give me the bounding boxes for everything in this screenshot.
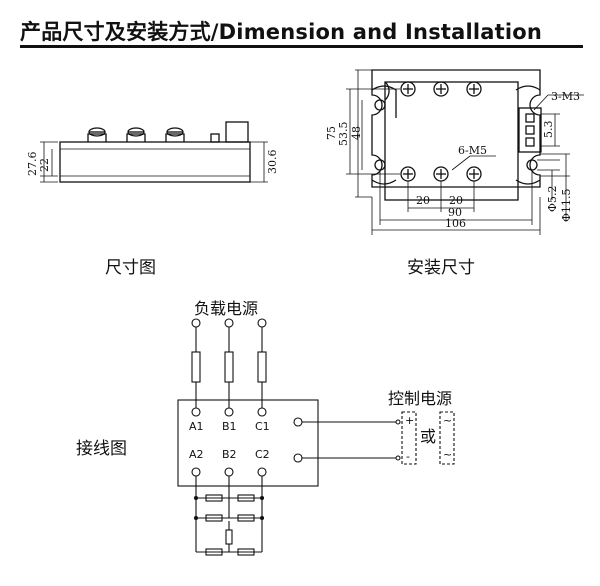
page-title: 产品尺寸及安装方式/Dimension and Installation: [20, 20, 543, 44]
dim-75: 75: [325, 126, 338, 140]
dim-phi-5-2: Φ5.2: [546, 185, 559, 212]
terminal-c2: C2: [255, 448, 270, 461]
dim-20-left: 20: [416, 194, 430, 207]
dim-5-3: 5.3: [542, 121, 555, 139]
dim-phi-11-5: Φ11.5: [560, 188, 573, 222]
dim-3-m3: 3-M3: [551, 90, 580, 103]
dim-20-right: 20: [449, 194, 463, 207]
control-power-label: 控制电源: [388, 389, 452, 408]
side-view-drawing: [40, 121, 268, 183]
dim-30-6: 30.6: [266, 150, 279, 175]
dc-plus-sign: +: [405, 414, 414, 427]
dim-27-6: 27.6: [26, 152, 39, 177]
dim-6-m5: 6-M5: [458, 144, 487, 157]
mount-view-drawing: [346, 69, 584, 235]
or-label: 或: [420, 427, 436, 446]
terminal-b2: B2: [222, 448, 237, 461]
wiring-caption: 接线图: [76, 439, 127, 459]
title-underline: [20, 45, 583, 48]
ac-tilde-bottom: ~: [443, 448, 452, 461]
dim-48: 48: [350, 126, 363, 140]
terminal-b1: B1: [222, 420, 237, 433]
side-view-caption: 尺寸图: [105, 258, 156, 278]
dim-90: 90: [448, 206, 462, 219]
dim-22: 22: [38, 158, 51, 172]
wiring-diagram: [177, 318, 455, 556]
dim-53-5: 53.5: [337, 122, 350, 147]
terminal-a1: A1: [189, 420, 204, 433]
dim-106: 106: [445, 217, 466, 230]
ac-tilde-top: ~: [443, 414, 452, 427]
mount-view-caption: 安装尺寸: [407, 258, 475, 278]
terminal-c1: C1: [255, 420, 270, 433]
load-power-label: 负载电源: [194, 299, 258, 318]
dc-minus-sign: -: [406, 450, 410, 463]
terminal-a2: A2: [189, 448, 204, 461]
